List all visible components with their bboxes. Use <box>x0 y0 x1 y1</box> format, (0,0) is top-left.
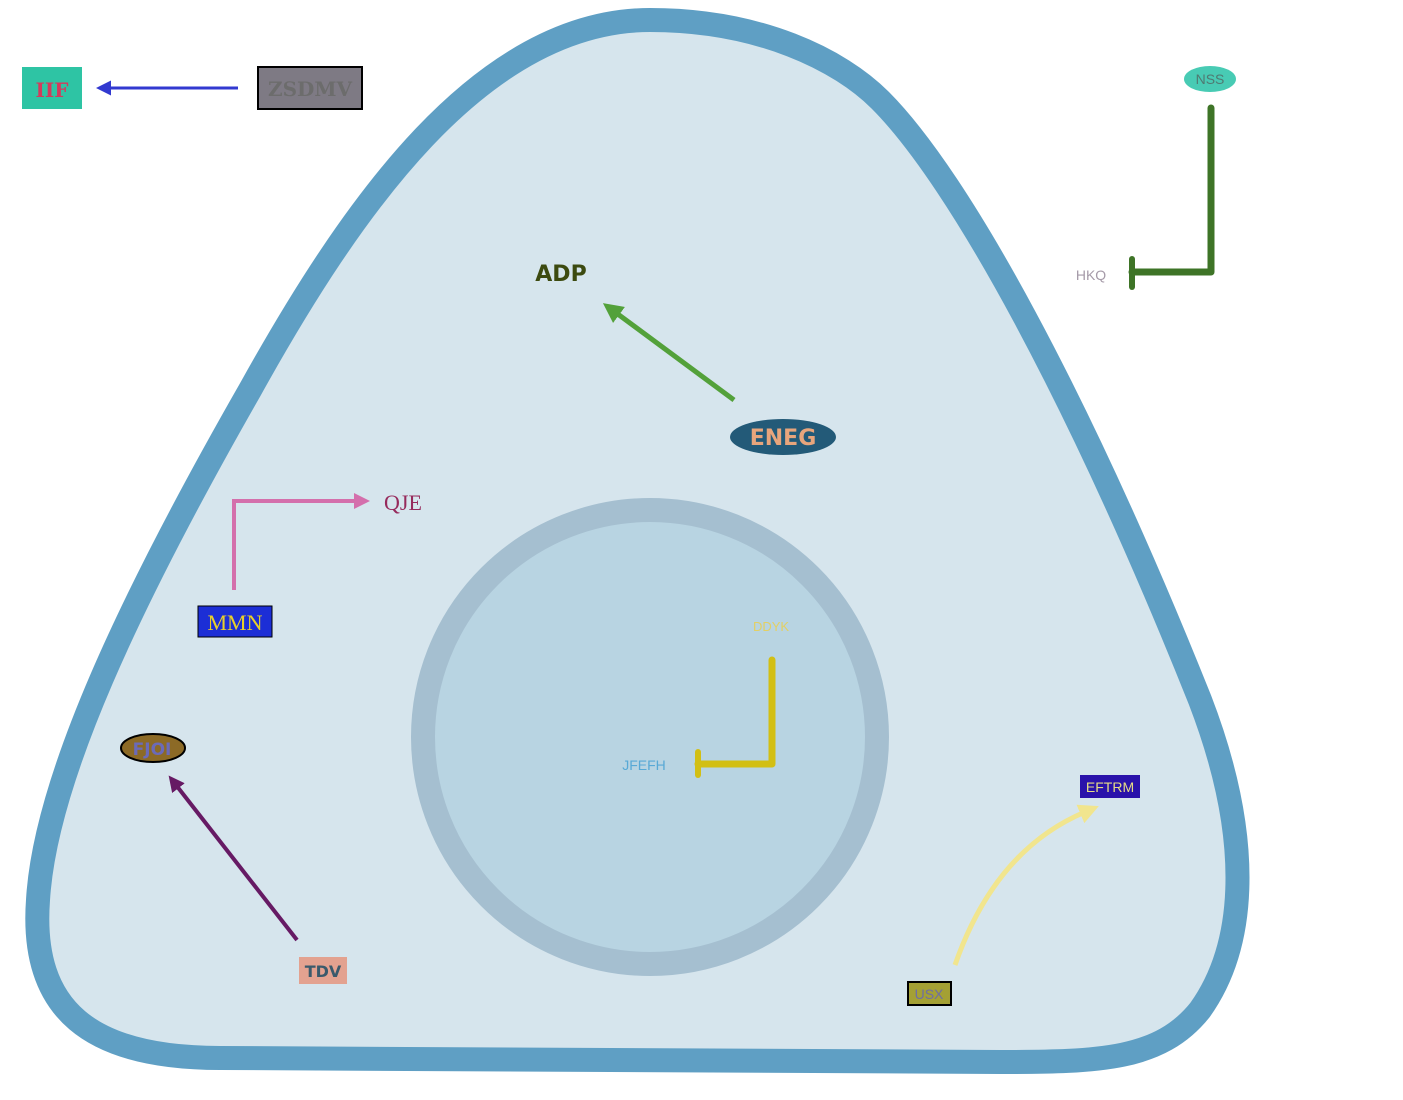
node-zsdmv-box <box>257 66 363 110</box>
inhibit-ddyk-to-jfefh <box>694 656 776 768</box>
node-nss: NSS <box>1196 71 1225 87</box>
arrow-eneg-to-adp <box>602 303 736 403</box>
node-nss-shape <box>1184 66 1236 92</box>
node-ddyk: DDYK <box>753 619 789 634</box>
node-tdv-box <box>299 957 347 984</box>
node-iif: IIF <box>36 78 69 102</box>
node-eftrm: EFTRM <box>1086 779 1134 795</box>
arrow-usx-to-eftrm <box>952 804 1099 966</box>
node-eneg: ENEG <box>750 426 817 451</box>
node-mmn: MMN <box>207 610 262 635</box>
node-qje: QJE <box>384 490 422 515</box>
node-hkq: HKQ <box>1076 267 1106 283</box>
node-fjoi: FJOI <box>133 740 172 760</box>
node-eftrm-box <box>1080 775 1140 798</box>
node-usx: USX <box>915 986 944 1002</box>
node-zsdmv: ZSDMV <box>268 77 353 101</box>
arrow-tdv-to-fjoi <box>168 775 299 942</box>
node-iif-box <box>22 67 82 109</box>
nucleus <box>411 498 889 976</box>
node-tdv: TDV <box>305 962 342 981</box>
node-eneg-shape <box>730 419 836 455</box>
node-usx-box <box>907 981 952 1006</box>
inhibit-nss-to-hkq <box>1128 104 1215 276</box>
node-adp: ADP <box>535 262 586 287</box>
node-mmn-box <box>197 605 273 638</box>
arrow-mmn-to-qje <box>232 493 370 590</box>
node-fjoi-shape <box>120 733 186 763</box>
node-jfefh: JFEFH <box>622 757 666 773</box>
